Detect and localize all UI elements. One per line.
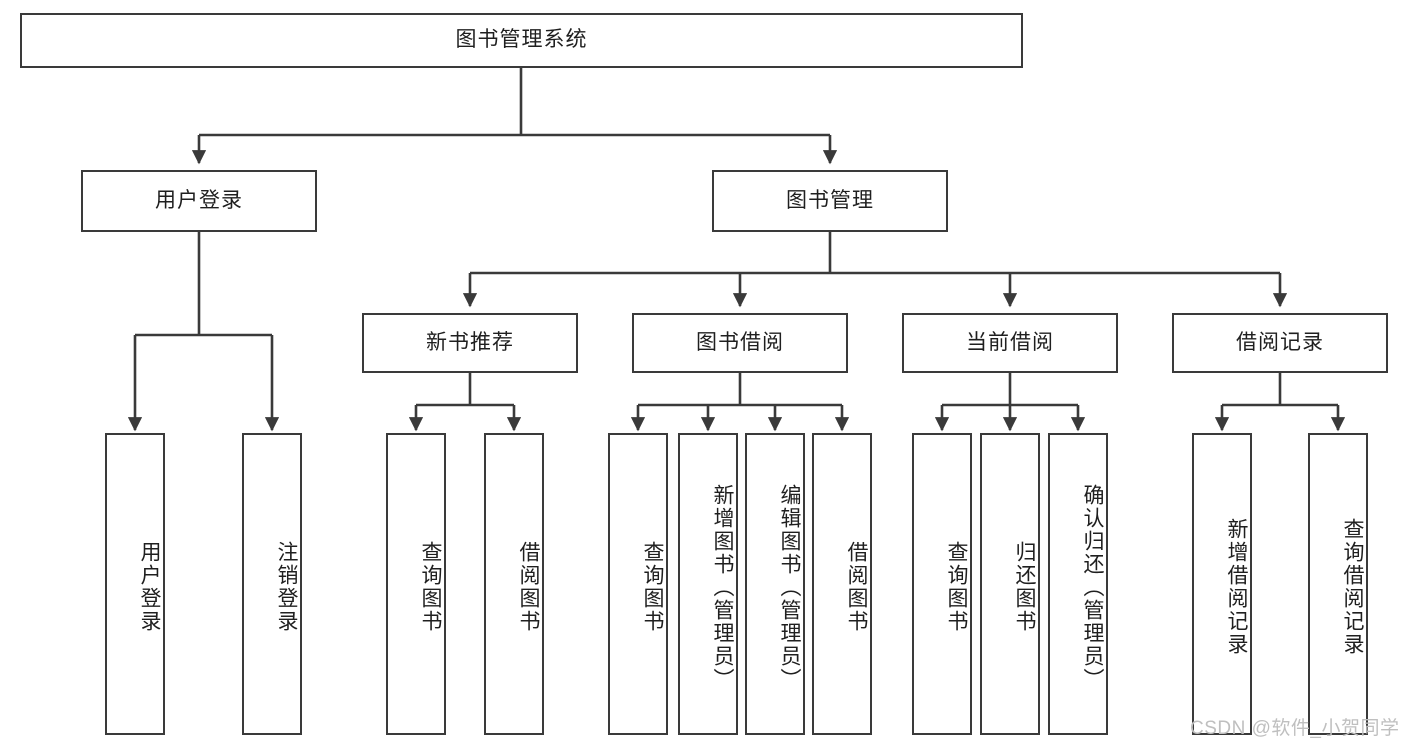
node-book-management[interactable]: 图书管理 (712, 170, 948, 232)
leaf-label: 查询图书 (419, 541, 442, 633)
leaf-user-login-signout[interactable]: 注销登录 (242, 433, 302, 735)
node-root-label: 图书管理系统 (455, 28, 588, 52)
leaf-label: 注销登录 (275, 541, 298, 633)
leaf-label: 查询借阅记录 (1341, 518, 1364, 656)
node-root[interactable]: 图书管理系统 (20, 13, 1023, 68)
node-user-login[interactable]: 用户登录 (81, 170, 317, 232)
leaf-label: 新增图书（管理员） (711, 483, 734, 691)
leaf-book-borrow-add[interactable]: 新增图书（管理员） (678, 433, 738, 735)
leaf-book-borrow-lend[interactable]: 借阅图书 (812, 433, 872, 735)
node-borrow-record[interactable]: 借阅记录 (1172, 313, 1388, 373)
leaf-current-borrow-confirm-return[interactable]: 确认归还（管理员） (1048, 433, 1108, 735)
node-user-login-label: 用户登录 (155, 188, 243, 212)
leaf-borrow-record-add[interactable]: 新增借阅记录 (1192, 433, 1252, 735)
leaf-borrow-record-query[interactable]: 查询借阅记录 (1308, 433, 1368, 735)
node-new-book-recommend[interactable]: 新书推荐 (362, 313, 578, 373)
leaf-book-borrow-query[interactable]: 查询图书 (608, 433, 668, 735)
leaf-new-book-borrow[interactable]: 借阅图书 (484, 433, 544, 735)
node-book-borrow-label: 图书借阅 (696, 330, 784, 354)
node-book-management-label: 图书管理 (786, 188, 874, 212)
node-new-book-recommend-label: 新书推荐 (426, 330, 514, 354)
leaf-label: 归还图书 (1013, 541, 1036, 633)
node-current-borrow[interactable]: 当前借阅 (902, 313, 1118, 373)
leaf-label: 确认归还（管理员） (1081, 483, 1104, 691)
node-borrow-record-label: 借阅记录 (1236, 330, 1324, 354)
leaf-label: 借阅图书 (845, 541, 868, 633)
leaf-label: 编辑图书（管理员） (778, 483, 801, 691)
leaf-label: 用户登录 (138, 541, 161, 633)
node-current-borrow-label: 当前借阅 (966, 330, 1054, 354)
watermark: CSDN @软件_小贺同学 (1190, 718, 1400, 739)
node-book-borrow[interactable]: 图书借阅 (632, 313, 848, 373)
leaf-label: 查询图书 (641, 541, 664, 633)
leaf-label: 查询图书 (945, 541, 968, 633)
leaf-current-borrow-return[interactable]: 归还图书 (980, 433, 1040, 735)
leaf-label: 新增借阅记录 (1225, 518, 1248, 656)
leaf-current-borrow-query[interactable]: 查询图书 (912, 433, 972, 735)
leaf-user-login-signin[interactable]: 用户登录 (105, 433, 165, 735)
leaf-label: 借阅图书 (517, 541, 540, 633)
leaf-book-borrow-edit[interactable]: 编辑图书（管理员） (745, 433, 805, 735)
leaf-new-book-query[interactable]: 查询图书 (386, 433, 446, 735)
